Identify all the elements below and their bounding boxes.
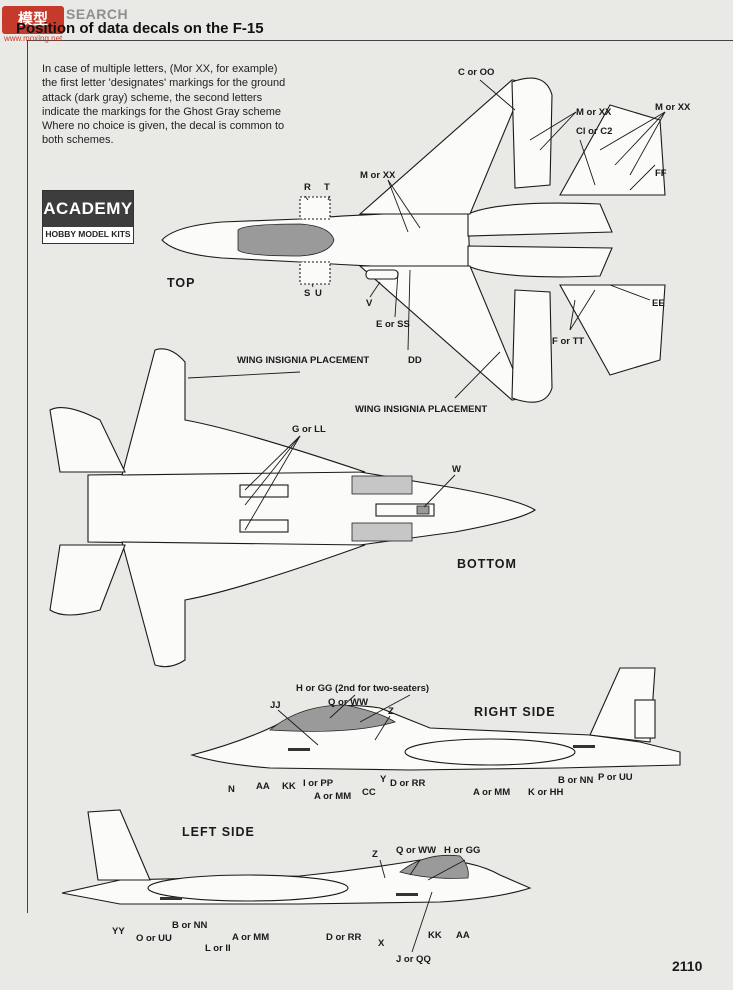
logo-brand: ACADEMY (43, 191, 133, 227)
view-label-right-side: RIGHT SIDE (474, 705, 556, 719)
top-view-leaders (187, 79, 666, 399)
label-dd: DD (408, 355, 422, 366)
label-x: X (378, 938, 385, 949)
label-z: Z (388, 706, 394, 717)
left-side-leaders (379, 859, 466, 953)
bottom-view-aircraft (49, 348, 536, 668)
label-z: Z (372, 849, 378, 860)
watermark-logo: 模型 (2, 6, 64, 34)
label-b-or-nn: B or NN (558, 775, 594, 786)
label-s: S (304, 288, 310, 299)
label-a-or-mm: A or MM (232, 932, 269, 943)
watermark-url: www.moxing.net (4, 34, 63, 43)
page-frame (27, 40, 733, 913)
watermark: 模型 SEARCH www.moxing.net (0, 0, 200, 43)
label-q-or-ww: Q or WW (328, 697, 368, 708)
page-number: 2110 (672, 958, 703, 974)
label-ee: EE (652, 298, 665, 309)
logo-subtitle: HOBBY MODEL KITS (45, 229, 131, 239)
label-b-or-nn: B or NN (172, 920, 208, 931)
label-a-or-mm: A or MM (473, 787, 510, 798)
label-g-or-ll: G or LL (292, 424, 326, 435)
label-t: T (324, 182, 330, 193)
label-v: V (366, 298, 373, 309)
watermark-search-text: SEARCH (66, 6, 129, 22)
label-kk: KK (282, 781, 296, 792)
label-e-or-ss: E or SS (376, 319, 410, 330)
left-side-aircraft (61, 809, 532, 905)
page-title: Position of data decals on the F-15 (16, 20, 264, 37)
label-cc: CC (362, 787, 376, 798)
label-c-or-oo: C or OO (458, 67, 494, 78)
view-label-top: TOP (167, 276, 195, 290)
label-o-or-uu: O or UU (136, 933, 172, 944)
label-m-or-xx: M or XX (576, 107, 612, 118)
label-p-or-uu: P or UU (598, 772, 633, 783)
label-c1-or-c2: Cl or C2 (576, 126, 612, 137)
label-r: R (304, 182, 311, 193)
label-yy: YY (112, 926, 125, 937)
label-aa: AA (256, 781, 270, 792)
label-m-or-xx: M or XX (360, 170, 396, 181)
label-m-or-xx: M or XX (655, 102, 691, 113)
label-l-or-ii: L or II (205, 943, 231, 954)
label-f-or-tt: F or TT (552, 336, 584, 347)
label-h-or-gg: H or GG (2nd for two-seaters) (296, 683, 429, 694)
label-wing-insignia: WING INSIGNIA PLACEMENT (355, 404, 487, 415)
academy-logo: ACADEMY HOBBY MODEL KITS (42, 190, 134, 244)
right-side-leaders (277, 694, 411, 746)
label-k-or-hh: K or HH (528, 787, 564, 798)
label-n: N (228, 784, 235, 795)
label-h-or-gg: H or GG (444, 845, 480, 856)
label-q-or-ww: Q or WW (396, 845, 436, 856)
label-wing-insignia: WING INSIGNIA PLACEMENT (237, 355, 369, 366)
label-a-or-mm: A or MM (314, 791, 351, 802)
view-label-bottom: BOTTOM (457, 557, 517, 571)
label-w: W (452, 464, 461, 475)
label-aa: AA (456, 930, 470, 941)
label-d-or-rr: D or RR (326, 932, 362, 943)
label-ff: FF (655, 168, 667, 179)
label-jj: JJ (270, 700, 281, 711)
label-y: Y (380, 774, 387, 785)
bottom-view-leaders (244, 435, 456, 531)
right-side-aircraft (190, 667, 681, 771)
label-kk: KK (428, 930, 442, 941)
label-i-or-pp: I or PP (303, 778, 334, 789)
view-label-left-side: LEFT SIDE (182, 825, 255, 839)
label-d-or-rr: D or RR (390, 778, 426, 789)
intro-paragraph: In case of multiple letters, (Mor XX, fo… (42, 63, 286, 147)
label-j-or-qq: J or QQ (396, 954, 431, 965)
label-u: U (315, 288, 322, 299)
